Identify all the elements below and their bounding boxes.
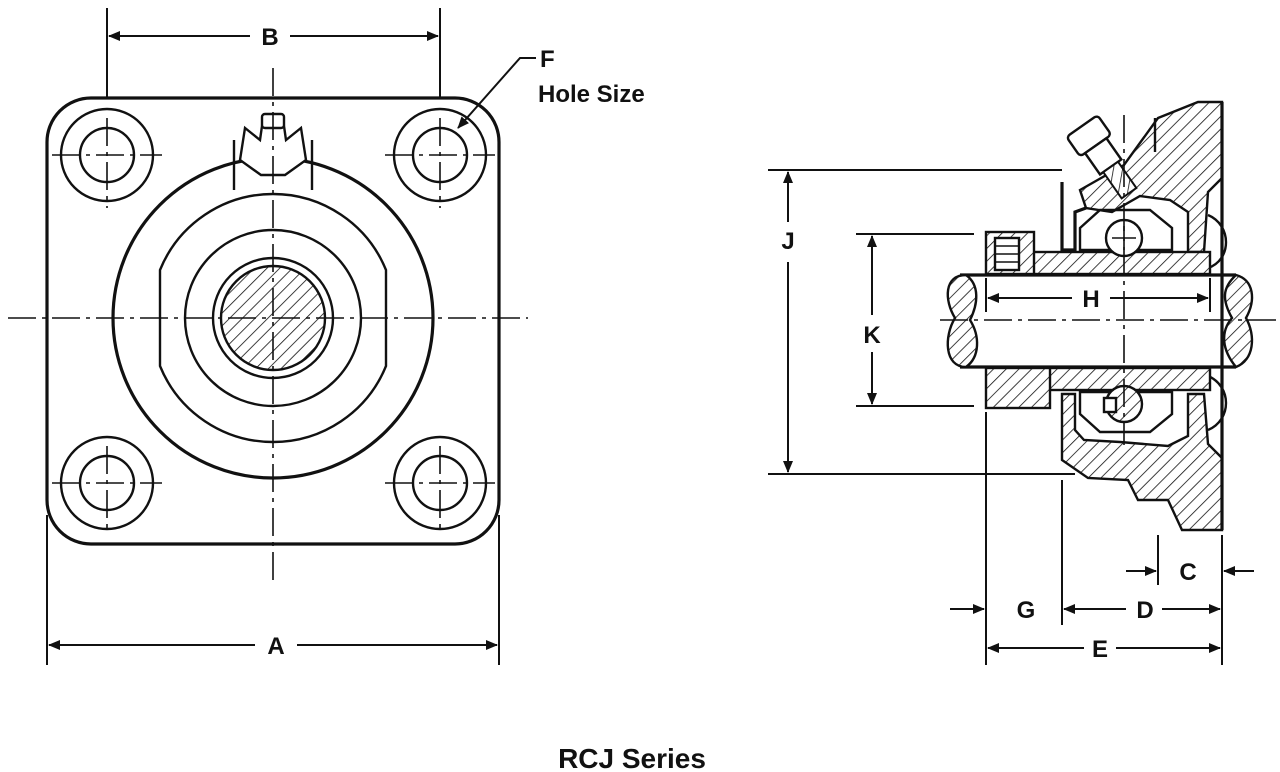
side-grease-fitting — [1066, 115, 1138, 200]
front-view: B A F Hole Size — [8, 8, 645, 665]
label-e: E — [1092, 636, 1108, 663]
housing-lower-section — [1060, 392, 1224, 532]
housing-upper-rim — [1060, 182, 1087, 252]
dimension-g: G — [950, 597, 1035, 624]
bearing-outer-ring — [158, 192, 388, 444]
label-h: H — [1082, 286, 1099, 313]
label-d: D — [1136, 597, 1153, 624]
dimension-c: C — [1126, 559, 1254, 586]
dimension-e: E — [987, 636, 1221, 663]
dimension-j: J — [768, 169, 1075, 475]
label-b: B — [261, 24, 278, 51]
bearing-ball-lower — [1078, 384, 1174, 434]
label-a: A — [267, 633, 284, 660]
hole-size-callout: F Hole Size — [457, 46, 645, 129]
label-hole-size: Hole Size — [538, 81, 645, 108]
label-c: C — [1179, 559, 1196, 586]
dimension-k: K — [856, 233, 974, 407]
shaft — [946, 273, 1254, 369]
label-f: F — [540, 46, 555, 73]
bearing-ball-upper — [1078, 208, 1174, 258]
dimension-b: B — [106, 8, 441, 98]
side-section-view: J K H C G — [768, 100, 1278, 665]
hole-centerlines — [52, 118, 495, 530]
label-j: J — [781, 228, 794, 255]
label-g: G — [1017, 597, 1036, 624]
dimension-d: D — [1063, 597, 1221, 624]
dimension-a: A — [46, 515, 500, 665]
label-k: K — [863, 322, 881, 349]
dimension-h: H — [985, 278, 1211, 313]
series-caption: RCJ Series — [558, 743, 706, 772]
locking-collar-lower — [984, 366, 1052, 410]
